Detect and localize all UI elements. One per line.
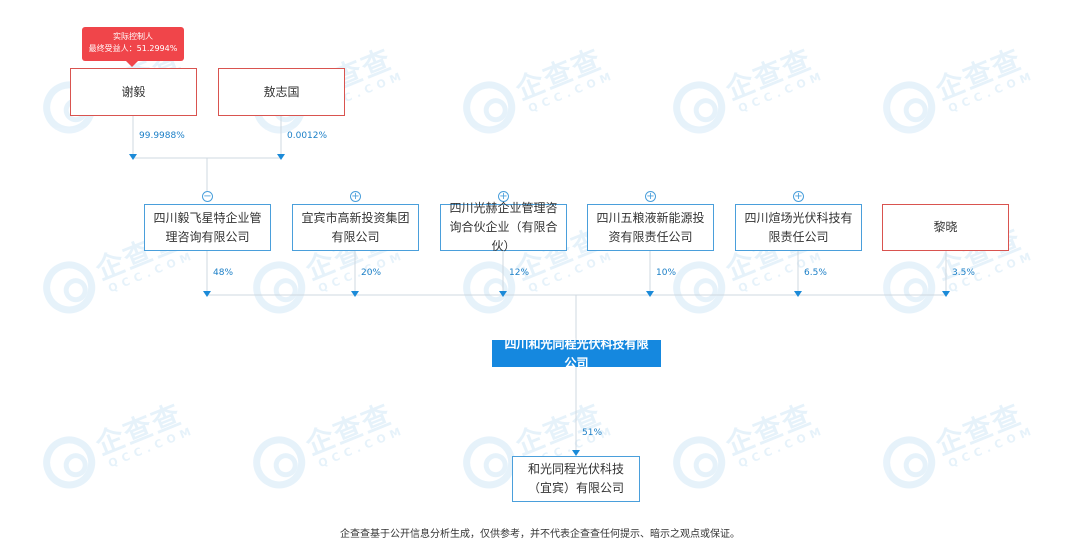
expand-toggle-icon[interactable]: + <box>350 191 361 202</box>
shareholder-node-lixiao[interactable]: 黎晓 <box>882 204 1009 251</box>
expand-toggle-icon[interactable]: + <box>793 191 804 202</box>
shareholder-node-company[interactable]: 四川煊场光伏科技有限责任公司 <box>735 204 862 251</box>
shareholder-name: 四川毅飞星特企业管理咨询有限公司 <box>153 210 262 244</box>
shareholder-name: 四川光赫企业管理咨询合伙企业（有限合伙） <box>449 201 558 253</box>
shareholder-node-company[interactable]: 宜宾市高新投资集团有限公司 <box>292 204 419 251</box>
shareholder-name: 四川五粮液新能源投资有限责任公司 <box>596 210 705 244</box>
share-percent: 99.9988% <box>139 131 185 141</box>
target-company-node[interactable]: 四川和光同程光伏科技有限公司 <box>492 337 661 370</box>
shareholder-name: 黎晓 <box>933 220 958 234</box>
shareholder-name: 四川煊场光伏科技有限责任公司 <box>744 210 853 244</box>
share-percent: 48% <box>213 268 234 278</box>
share-percent: 10% <box>656 268 677 278</box>
target-company-name: 四川和光同程光伏科技有限公司 <box>504 336 649 370</box>
shareholder-name: 谢毅 <box>121 84 146 99</box>
badge-title: 实际控制人 <box>113 32 153 41</box>
actual-controller-badge: 实际控制人 最终受益人：51.2994% <box>82 27 184 67</box>
collapse-toggle-icon[interactable]: − <box>202 191 213 202</box>
shareholder-node-xieyi[interactable]: 谢毅 <box>70 68 197 116</box>
shareholder-node-company[interactable]: 四川五粮液新能源投资有限责任公司 <box>587 204 714 251</box>
badge-beneficiary: 最终受益人：51.2994% <box>88 44 178 53</box>
share-percent: 12% <box>509 268 530 278</box>
shareholder-node-company[interactable]: 四川光赫企业管理咨询合伙企业（有限合伙） <box>440 201 567 253</box>
expand-toggle-icon[interactable]: + <box>645 191 656 202</box>
share-percent: 20% <box>361 268 382 278</box>
share-percent: 0.0012% <box>287 131 328 141</box>
subsidiary-node[interactable]: 和光同程光伏科技（宜宾）有限公司 <box>512 456 640 502</box>
share-percent: 51% <box>582 428 603 438</box>
subsidiary-name: 和光同程光伏科技（宜宾）有限公司 <box>527 462 624 495</box>
share-percent: 6.5% <box>804 268 827 278</box>
shareholder-node-aozhiguo[interactable]: 敖志国 <box>218 68 345 116</box>
share-percent: 3.5% <box>952 268 975 278</box>
expand-toggle-icon[interactable]: + <box>498 191 509 202</box>
shareholder-node-company[interactable]: 四川毅飞星特企业管理咨询有限公司 <box>144 204 271 251</box>
disclaimer-footer: 企查查基于公开信息分析生成，仅供参考，并不代表企查查任何提示、暗示之观点或保证。 <box>340 529 740 540</box>
shareholder-name: 敖志国 <box>263 84 300 99</box>
shareholder-name: 宜宾市高新投资集团有限公司 <box>301 210 410 244</box>
